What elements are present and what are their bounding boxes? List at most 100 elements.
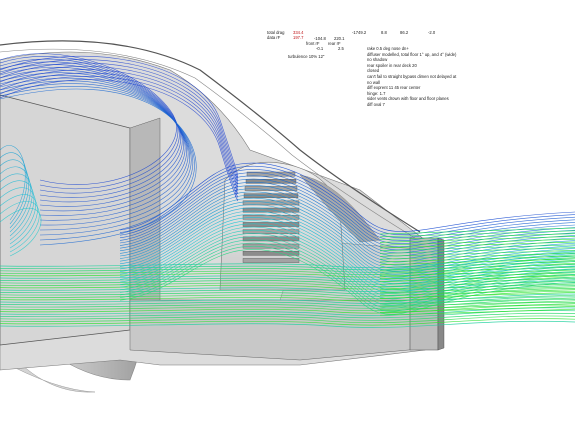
streamline (379, 306, 575, 313)
streamline (119, 165, 575, 235)
streamline (0, 201, 40, 253)
streamline (0, 180, 35, 241)
streamline (379, 258, 575, 266)
note-line: rake 0.5 deg nose dn+ (367, 46, 409, 51)
streamline (0, 62, 239, 184)
streamline (0, 296, 575, 307)
value-data-rf: 197.7 (293, 35, 304, 40)
label-data-rf: data rF (267, 35, 281, 40)
value-col3: 8.8 (381, 30, 387, 35)
streamline (0, 307, 575, 316)
streamline (379, 241, 575, 249)
streamline (119, 181, 575, 251)
streamline (379, 292, 575, 299)
streamline (0, 310, 575, 319)
streamline (379, 264, 575, 271)
note-line: no shadow (367, 57, 388, 63)
streamline (119, 242, 575, 309)
label-rear-rf: rear rF (328, 41, 341, 46)
value-col5: -2.0 (428, 30, 436, 35)
streamline (0, 301, 575, 312)
label-front-rf: front rF (306, 41, 320, 46)
streamline (0, 88, 197, 246)
note-line: no wall (367, 79, 381, 85)
streamline (379, 269, 575, 277)
streamline (119, 210, 575, 278)
value-lift: -1749.2 (352, 30, 367, 35)
streamline (0, 208, 42, 257)
louvre-slat (245, 178, 297, 184)
streamline (119, 245, 575, 312)
streamline (0, 304, 575, 314)
streamline (119, 188, 575, 257)
streamline (0, 320, 575, 328)
value-col4: 86.2 (400, 30, 409, 35)
streamline (379, 261, 575, 268)
streamline (0, 86, 195, 241)
louvre-slat (242, 236, 300, 242)
streamline (0, 66, 239, 188)
streamline (0, 315, 575, 324)
streamline (119, 204, 575, 272)
streamline (379, 238, 575, 246)
value-front-sub: -0.1 (316, 46, 324, 51)
streamline (379, 283, 575, 291)
streamline (379, 266, 575, 274)
streamline (0, 55, 239, 178)
streamline (379, 300, 575, 308)
note-line: can't fail to straight bypass dimen not … (367, 73, 457, 79)
streamline (119, 233, 575, 300)
streamline (379, 244, 575, 252)
streamline (119, 213, 575, 281)
streamline (119, 249, 575, 315)
value-total-drag: 334.4 (293, 30, 304, 35)
streamline (0, 53, 177, 185)
streamline (0, 72, 187, 216)
streamline (0, 194, 38, 249)
streamline (379, 247, 575, 254)
streamlines (0, 53, 575, 328)
streamline (379, 286, 575, 294)
setup-notes: rake 0.5 deg nose dn+ diffuser modelled,… (367, 46, 456, 108)
streamline (0, 318, 575, 326)
streamline (379, 233, 575, 240)
streamline (379, 278, 575, 285)
streamline (0, 79, 239, 201)
streamline (0, 56, 179, 190)
note-line: diff oval 7 (367, 101, 385, 107)
note-line: hinge: 1.7 (367, 90, 386, 96)
streamline (379, 255, 575, 263)
streamline (119, 223, 575, 290)
turbulence-label: turbulence 10% 12" (288, 54, 325, 59)
streamline (379, 227, 575, 235)
streamline (119, 239, 575, 306)
streamline (0, 274, 575, 288)
streamline (379, 280, 575, 288)
streamline (379, 294, 575, 302)
streamline (0, 312, 575, 321)
streamline (0, 299, 575, 309)
streamline (119, 220, 575, 287)
streamline (119, 191, 575, 260)
note-line: sider vents drown with floor and floor p… (367, 96, 449, 102)
value-front: -104.8 (314, 36, 326, 41)
label-total-drag: total drag (267, 30, 285, 35)
streamline (379, 308, 575, 316)
streamline (119, 226, 575, 293)
streamline (119, 201, 575, 269)
louvre-slat (242, 207, 300, 213)
streamline (0, 293, 575, 304)
streamline (379, 230, 575, 238)
streamline (119, 217, 575, 284)
streamline (119, 194, 575, 263)
streamline (119, 229, 575, 297)
streamline (119, 178, 575, 248)
streamline (119, 175, 575, 244)
streamline (0, 59, 239, 181)
streamline (119, 185, 575, 254)
streamline (379, 236, 575, 243)
streamline (0, 276, 575, 290)
value-rear-sub: 2.5 (338, 46, 344, 51)
streamline (379, 272, 575, 280)
